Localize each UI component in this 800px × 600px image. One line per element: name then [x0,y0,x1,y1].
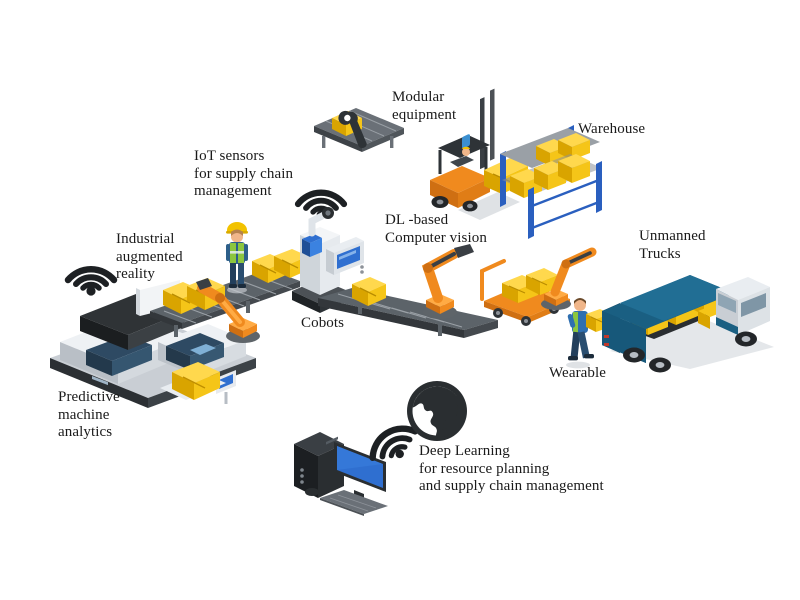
modular-bench [312,96,408,158]
label-warehouse: Warehouse [578,121,646,137]
robot-arm-1 [196,268,276,344]
globe-icon [404,378,470,444]
cnc-machine [40,280,270,410]
warehouse-rack [490,125,606,239]
robot-arm-3 [536,242,606,312]
label-industrial-augmented-reality: Industrial augmented reality [116,231,183,283]
cobot-station [286,205,372,315]
box-group-mid [248,245,310,291]
box-group-right [348,270,408,316]
label-dl-computer-vision: DL -based Computer vision [385,212,487,246]
wrench-icon [338,110,367,148]
workstation [290,418,430,516]
wifi-signal-icon [62,252,120,298]
label-predictive-machine-analytics: Predictive machine analytics [58,389,120,441]
label-iot-sensors: IoT sensors for supply chain management [194,148,294,200]
label-unmanned-trucks: Unmanned Trucks [639,228,706,262]
label-deep-learning: Deep Learning for resource planning and … [419,443,604,495]
worker-iot [219,218,255,294]
label-wearable: Wearable [549,365,607,381]
label-cobots: Cobots [301,315,345,331]
truck [598,255,788,375]
wifi-signal-icon [368,418,424,462]
label-modular-equipment: Modular equipment [392,89,457,123]
robot-arm-2 [398,240,482,320]
